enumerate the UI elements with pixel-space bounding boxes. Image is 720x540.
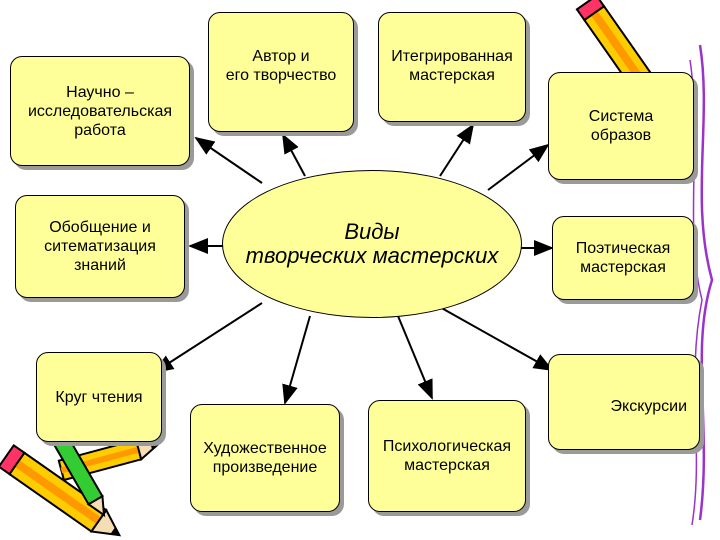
node-reading-label: Круг чтения	[55, 388, 143, 406]
node-excursions: Экскурсии	[548, 354, 700, 450]
arrow-to-author	[282, 133, 306, 177]
node-integrated: Итегрированная мастерская	[378, 12, 526, 122]
node-author: Автор и его творчество	[208, 12, 354, 132]
node-images: Система образов	[548, 72, 694, 180]
node-research: Научно – исследовательская работа	[10, 56, 190, 166]
node-integrated-label: Итегрированная мастерская	[391, 48, 513, 84]
node-reading: Круг чтения	[36, 352, 162, 442]
node-psych-label: Психологическая мастерская	[382, 438, 512, 474]
node-excursions-label: Экскурсии	[610, 397, 687, 415]
node-artwork: Художественное произведение	[190, 404, 340, 512]
node-author-label: Автор и его творчество	[225, 48, 337, 84]
node-poetic-label: Поэтическая мастерская	[575, 240, 671, 276]
arrow-to-images	[487, 143, 550, 191]
arrow-to-integrated	[439, 123, 475, 177]
node-images-label: Система образов	[588, 108, 654, 144]
arrow-to-excursions	[437, 305, 554, 371]
node-psych: Психологическая мастерская	[368, 400, 526, 512]
arrow-to-artwork	[282, 315, 311, 405]
arrow-to-research	[194, 136, 263, 184]
center-topic-label: Виды творческих мастерских	[245, 219, 499, 268]
node-generalization: Обобщение и ситематизация знаний	[15, 195, 185, 298]
node-artwork-label: Художественное произведение	[203, 440, 327, 476]
arrow-to-psych	[397, 315, 433, 400]
node-research-label: Научно – исследовательская работа	[27, 83, 173, 139]
node-poetic: Поэтическая мастерская	[552, 216, 694, 300]
node-generalization-label: Обобщение и ситематизация знаний	[44, 219, 156, 274]
center-topic: Виды творческих мастерских	[222, 170, 522, 318]
arrow-to-reading	[153, 302, 263, 374]
